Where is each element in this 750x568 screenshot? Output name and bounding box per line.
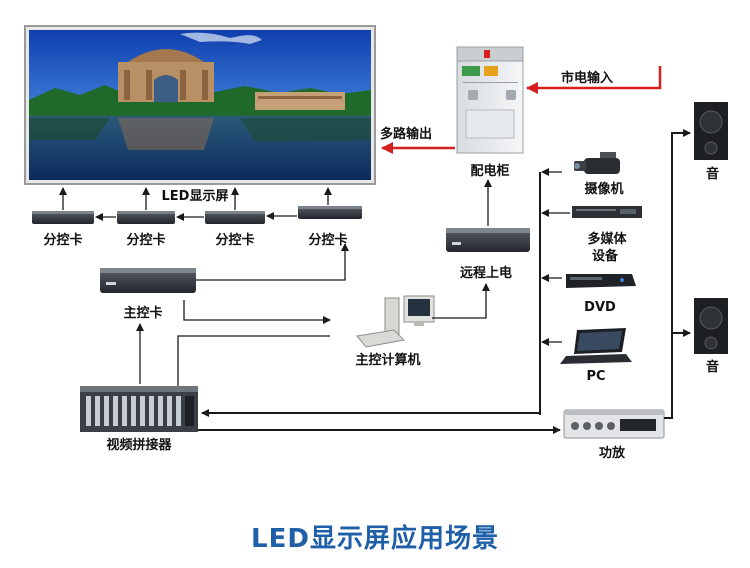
camcorder-icon	[574, 152, 620, 174]
speaker-icon-top	[694, 102, 728, 160]
speaker-icon-bottom	[694, 298, 728, 354]
distribution-cabinet-label: 配电柜	[470, 163, 509, 179]
amplifier-to-speakers-line	[664, 129, 691, 419]
main-card	[100, 268, 196, 293]
main-card-label: 主控卡	[123, 305, 162, 321]
sub-card-2	[117, 211, 175, 224]
electrical-cabinet	[456, 46, 524, 154]
remote-power-label: 远程上电	[460, 265, 512, 281]
dvd-label: DVD	[584, 300, 616, 315]
amplifier	[563, 409, 665, 439]
multimedia-label-line2: 设备	[592, 248, 619, 264]
video-splicer-label: 视频拼接器	[106, 437, 172, 453]
speaker-top-label: 音	[706, 166, 719, 182]
page-title: LED显示屏应用场景	[251, 524, 499, 554]
camera-label: 摄像机	[584, 181, 623, 197]
multimedia-label-line1: 多媒体	[587, 231, 627, 247]
amplifier-label: 功放	[599, 445, 626, 461]
source-bus	[539, 168, 570, 415]
multi-output-label: 多路输出	[380, 126, 432, 142]
speaker-bottom-label: 音	[706, 359, 719, 375]
sub-card-3	[205, 211, 265, 224]
desktop-computer-icon	[356, 295, 435, 348]
sub-card-chain-arrows	[95, 212, 297, 221]
computer-to-main-card-line	[183, 300, 331, 324]
remote-power-box	[446, 228, 530, 252]
computer-to-splicer-line	[174, 335, 330, 395]
palace-rotunda	[118, 49, 214, 102]
multimedia-rack-unit	[572, 206, 642, 218]
mains-input-label: 市电输入	[561, 70, 613, 86]
computer-to-remote-power-line	[432, 283, 490, 319]
led-screen	[24, 25, 376, 185]
sub-card-4	[298, 206, 362, 219]
mains-input-line	[526, 66, 662, 94]
main-computer-label: 主控计算机	[355, 352, 420, 368]
video-splicer	[80, 386, 198, 432]
sub-card-to-screen-arrows	[59, 187, 332, 210]
sub-card-3-label: 分控卡	[215, 232, 254, 248]
sub-card-2-label: 分控卡	[126, 232, 165, 248]
sub-card-1-label: 分控卡	[43, 232, 82, 248]
sub-card-4-label: 分控卡	[308, 232, 347, 248]
main-card-to-sub-cards-line	[196, 243, 349, 281]
led-screen-label: LED显示屏	[162, 189, 229, 204]
laptop-icon	[560, 328, 632, 364]
sub-card-1	[32, 211, 94, 224]
pc-label: PC	[586, 369, 605, 384]
dvd-player	[566, 274, 636, 288]
